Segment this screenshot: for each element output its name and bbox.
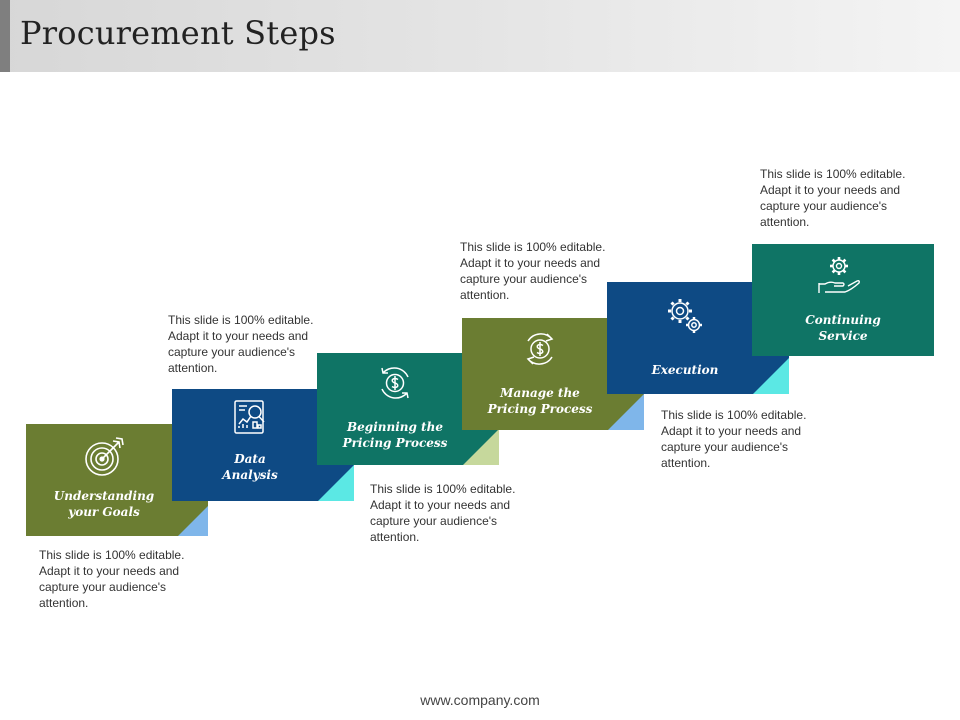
title-bar: Procurement Steps (0, 0, 960, 72)
step-description-execution: This slide is 100% editable. Adapt it to… (661, 408, 807, 470)
step-fold-corner (608, 394, 644, 430)
step-description-understanding-goals: This slide is 100% editable. Adapt it to… (39, 548, 185, 610)
step-label: Understanding your Goals (53, 489, 155, 519)
dollar-cycle-icon (317, 363, 473, 408)
step-label: Manage the Pricing Process (487, 386, 593, 416)
page-title: Procurement Steps (20, 14, 336, 52)
step-fold-corner (178, 506, 208, 536)
step-fold-corner (318, 465, 354, 501)
footer-website: www.company.com (420, 692, 540, 708)
step-continuing-service: Continuing Service (752, 244, 934, 356)
step-label: Data Analysis (222, 452, 278, 482)
step-description-continuing-service: This slide is 100% editable. Adapt it to… (760, 167, 906, 229)
dollar-refresh-icon (462, 328, 618, 375)
gears-icon (607, 294, 763, 343)
step-description-beginning-pricing: This slide is 100% editable. Adapt it to… (370, 482, 516, 544)
step-label: Beginning the Pricing Process (342, 420, 448, 450)
step-description-manage-pricing: This slide is 100% editable. Adapt it to… (460, 240, 606, 302)
step-fold-corner (463, 429, 499, 465)
target-icon (26, 434, 182, 485)
step-label: Continuing Service (805, 313, 881, 343)
title-accent-bar (0, 0, 10, 72)
step-fold-corner (753, 358, 789, 394)
hand-gear-icon (752, 252, 926, 303)
step-description-data-analysis: This slide is 100% editable. Adapt it to… (168, 313, 314, 375)
step-label: Execution (651, 363, 719, 377)
data-analysis-icon (172, 397, 328, 442)
